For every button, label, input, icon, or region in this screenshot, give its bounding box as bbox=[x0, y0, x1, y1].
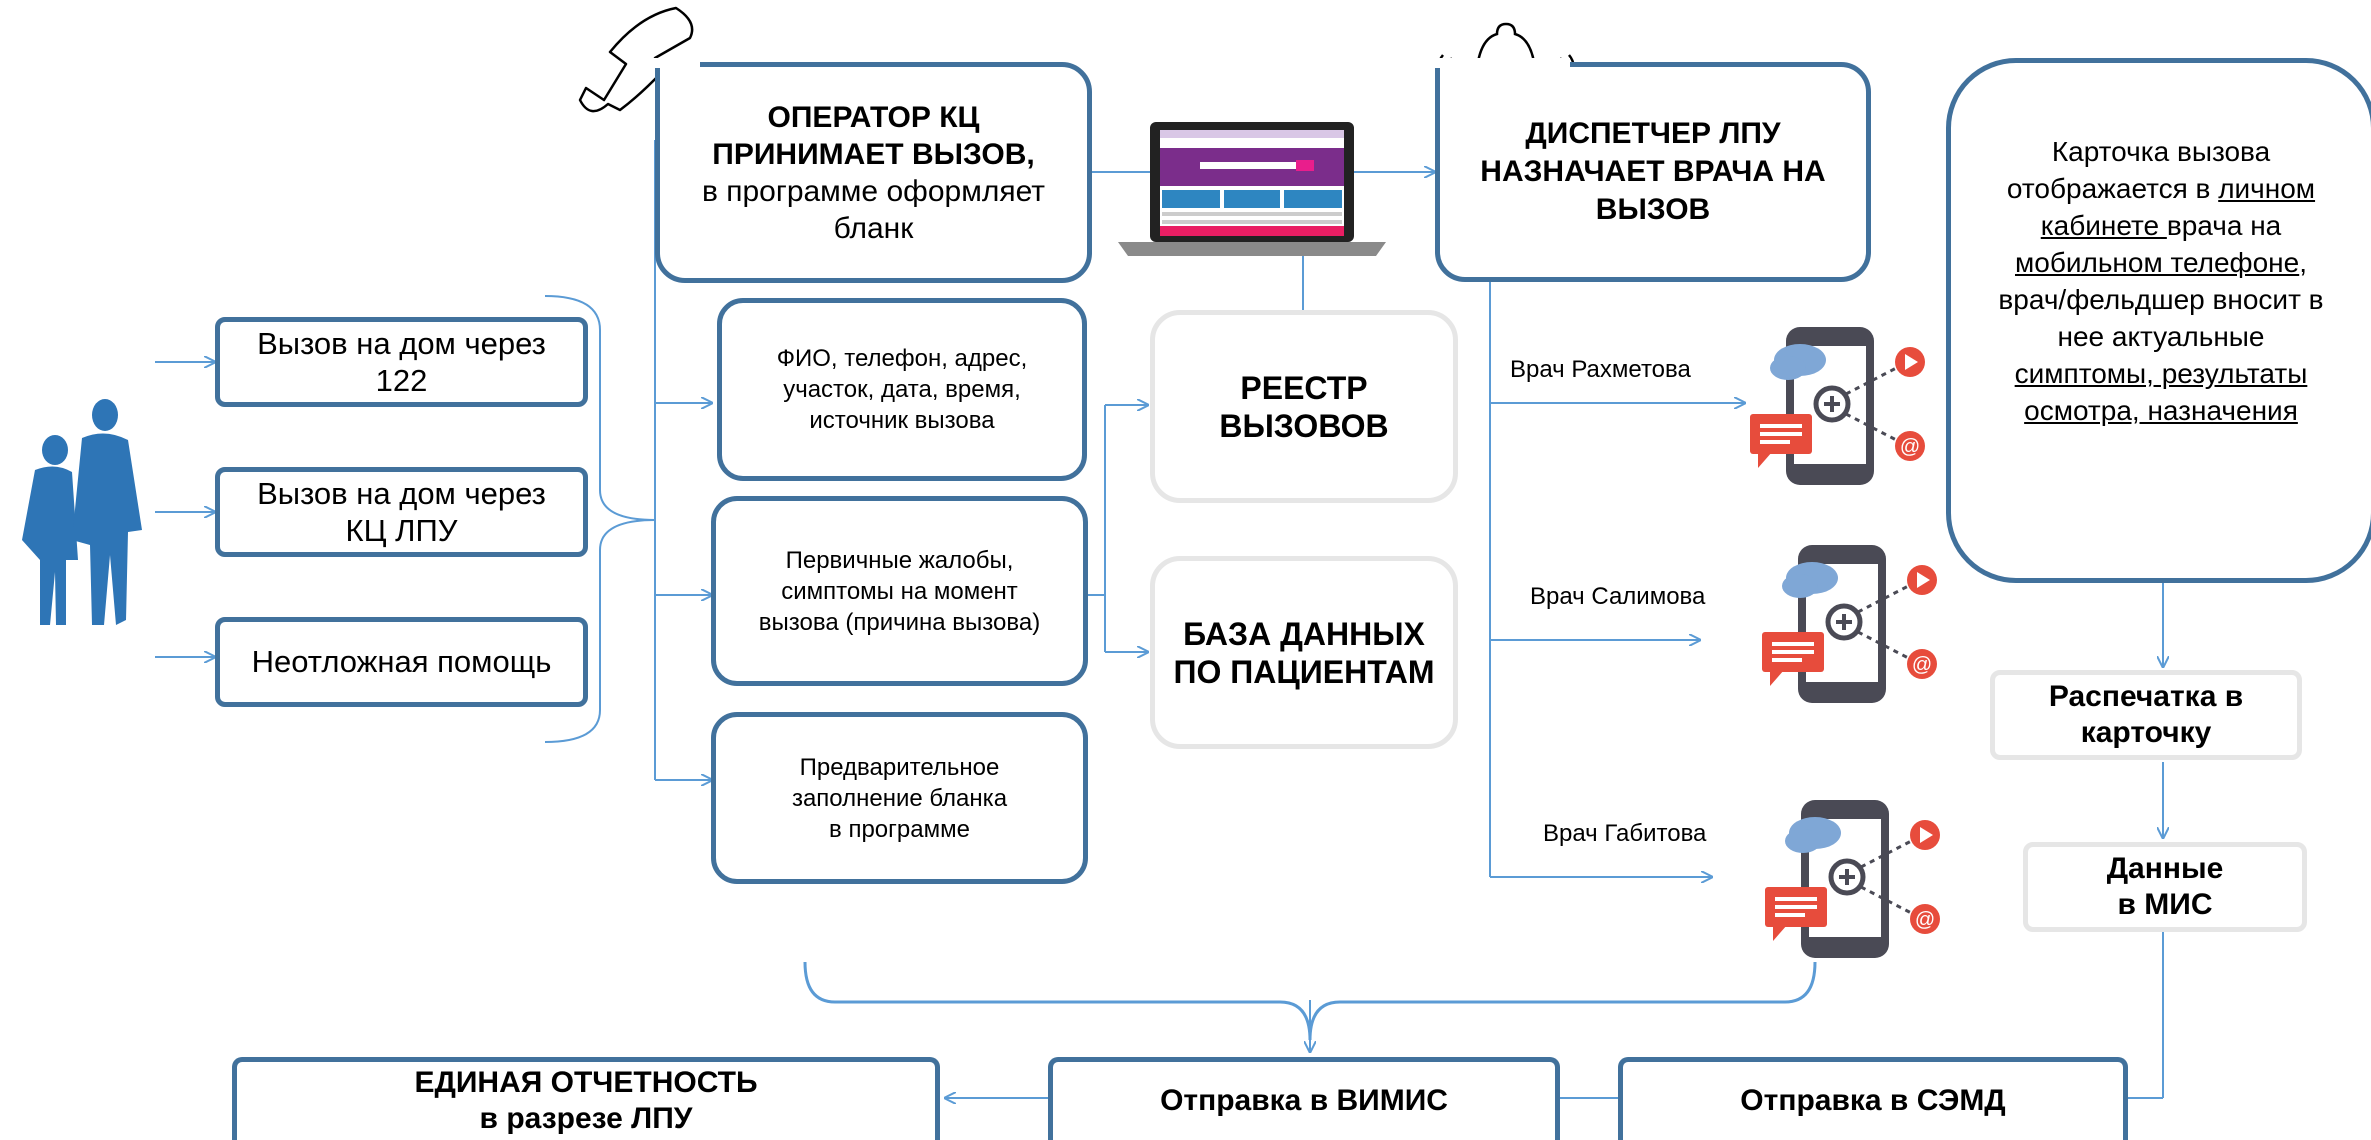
operator-text-line1: в программе оформляет bbox=[701, 174, 1045, 208]
dispatcher-line1: ДИСПЕТЧЕР ЛПУ bbox=[1525, 117, 1781, 150]
semd-label: Отправка в СЭМД bbox=[1740, 1084, 2006, 1117]
operator-border-gap bbox=[650, 58, 700, 68]
doctor-label-2: Врач Салимова bbox=[1530, 583, 1706, 610]
doctor-label-1: Врач Рахметова bbox=[1510, 356, 1691, 383]
database-line2: ПО ПАЦИЕНТАМ bbox=[1173, 653, 1435, 690]
card-line4b: , bbox=[2299, 247, 2307, 278]
source-call-122-line1: Вызов на дом через bbox=[257, 326, 546, 361]
svg-text:@: @ bbox=[1912, 654, 1932, 676]
form-complaints-line2: симптомы на момент bbox=[781, 577, 1018, 605]
form-contacts-line3: источник вызова bbox=[809, 407, 995, 434]
semd-box: Отправка в СЭМД bbox=[1618, 1057, 2128, 1140]
card-line4a: мобильном телефоне bbox=[2015, 247, 2300, 278]
dispatcher-border-gap bbox=[1430, 58, 1570, 68]
phone-icon bbox=[578, 6, 694, 113]
mobile-phone-icon-1: @ bbox=[1750, 327, 1925, 485]
card-line5: врач/фельдшер вносит в bbox=[1998, 284, 2324, 315]
dispatcher-to-doctors-arrows bbox=[1489, 280, 1745, 877]
source-call-kc-line2: КЦ ЛПУ bbox=[345, 513, 458, 548]
source-call-kc: Вызов на дом через КЦ ЛПУ bbox=[215, 467, 588, 557]
dispatcher-line2: НАЗНАЧАЕТ ВРАЧА НА bbox=[1480, 155, 1826, 188]
card-box: Карточка вызова отображается в личном ка… bbox=[1946, 58, 2371, 583]
mis-line2: в МИС bbox=[2117, 888, 2213, 921]
printout-box: Распечатка в карточку bbox=[1990, 670, 2302, 760]
card-flow-arrows bbox=[2128, 582, 2163, 1099]
vimis-label: Отправка в ВИМИС bbox=[1160, 1084, 1448, 1117]
mobile-phone-icon-3: @ bbox=[1765, 800, 1940, 958]
card-line2: отображается в личном bbox=[2007, 170, 2315, 207]
svg-text:@: @ bbox=[1900, 436, 1920, 458]
report-line1: ЕДИНАЯ ОТЧЕТНОСТЬ bbox=[414, 1066, 758, 1099]
operator-title-line1: ОПЕРАТОР КЦ bbox=[767, 100, 980, 134]
card-line1: Карточка вызова bbox=[2051, 136, 2271, 167]
patients-icon bbox=[22, 399, 142, 625]
card-line4: мобильном телефоне, bbox=[2015, 244, 2307, 281]
form-prefill-line1: Предварительное bbox=[799, 753, 1000, 781]
mis-box: Данные в МИС bbox=[2023, 842, 2307, 932]
source-emergency: Неотложная помощь bbox=[215, 617, 588, 707]
form-prefill-line2: заполнение бланка bbox=[791, 784, 1008, 812]
form-complaints-line1: Первичные жалобы, bbox=[785, 546, 1014, 574]
card-line7: симптомы, результаты bbox=[2014, 358, 2308, 389]
card-line8: осмотра, назначения bbox=[2024, 395, 2298, 426]
source-emergency-label: Неотложная помощь bbox=[251, 644, 552, 679]
registry-box: РЕЕСТР ВЫЗОВОВ bbox=[1150, 310, 1458, 503]
mis-line1: Данные bbox=[2106, 852, 2224, 885]
database-line1: БАЗА ДАННЫХ bbox=[1183, 615, 1425, 652]
database-box: БАЗА ДАННЫХ ПО ПАЦИЕНТАМ bbox=[1150, 556, 1458, 749]
report-line2: в разрезе ЛПУ bbox=[479, 1102, 693, 1135]
card-line3b: врача на bbox=[2166, 210, 2282, 241]
bottom-brace bbox=[803, 961, 1817, 1041]
form-prefill-box: Предварительное заполнение бланка в прог… bbox=[711, 712, 1088, 884]
card-line3a: кабинете bbox=[2040, 210, 2167, 241]
vimis-box: Отправка в ВИМИС bbox=[1048, 1057, 1560, 1140]
operator-text-line2: бланк bbox=[833, 211, 914, 245]
card-line2b: личном bbox=[2218, 173, 2316, 204]
dispatcher-line3: ВЫЗОВ bbox=[1595, 193, 1711, 226]
source-call-122-line2: 122 bbox=[375, 363, 428, 398]
operator-box: ОПЕРАТОР КЦ ПРИНИМАЕТ ВЫЗОВ, в программе… bbox=[655, 62, 1092, 283]
operator-title-line2: ПРИНИМАЕТ ВЫЗОВ, bbox=[712, 137, 1035, 171]
laptop-icon bbox=[1118, 122, 1386, 256]
form-complaints-box: Первичные жалобы, симптомы на момент выз… bbox=[711, 496, 1088, 686]
form-contacts-line1: ФИО, телефон, адрес, bbox=[776, 345, 1028, 372]
printout-line1: Распечатка в bbox=[2048, 680, 2244, 713]
form-contacts-box: ФИО, телефон, адрес, участок, дата, врем… bbox=[717, 298, 1087, 481]
form-prefill-line3: в программе bbox=[829, 815, 970, 843]
dispatcher-box: ДИСПЕТЧЕР ЛПУ НАЗНАЧАЕТ ВРАЧА НА ВЫЗОВ bbox=[1435, 62, 1871, 282]
doctor-label-3: Врач Габитова bbox=[1543, 820, 1707, 847]
source-call-122: Вызов на дом через 122 bbox=[215, 317, 588, 407]
form-contacts-line2: участок, дата, время, bbox=[783, 376, 1021, 403]
card-line2a: отображается в bbox=[2006, 173, 2219, 204]
report-box: ЕДИНАЯ ОТЧЕТНОСТЬ в разрезе ЛПУ bbox=[232, 1057, 940, 1140]
registry-line1: РЕЕСТР bbox=[1240, 369, 1368, 406]
source-call-kc-line1: Вызов на дом через bbox=[257, 476, 546, 511]
form-complaints-line3: вызова (причина вызова) bbox=[758, 608, 1041, 636]
mobile-phone-icon-2: @ bbox=[1762, 545, 1937, 703]
card-line6: нее актуальные bbox=[2057, 321, 2265, 352]
input-arrows bbox=[155, 362, 215, 657]
svg-text:@: @ bbox=[1915, 909, 1935, 931]
card-line3: кабинете врача на bbox=[2041, 207, 2281, 244]
printout-line2: карточку bbox=[2080, 716, 2212, 749]
fields-to-registry-arrows bbox=[1088, 405, 1148, 652]
registry-line2: ВЫЗОВОВ bbox=[1219, 407, 1389, 444]
